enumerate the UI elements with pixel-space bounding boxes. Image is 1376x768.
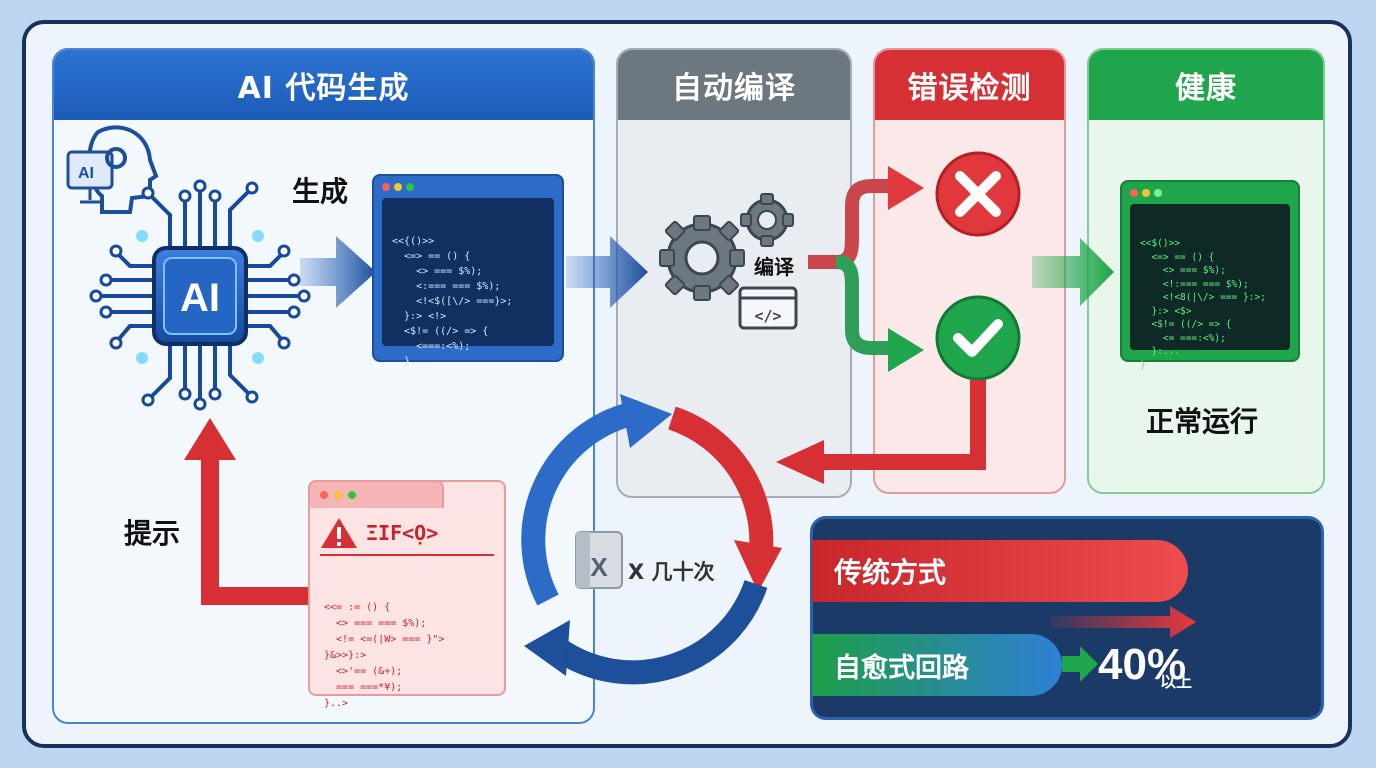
ai-generation-header: AI 代码生成	[54, 50, 593, 120]
error-header: ΞIF<Ọ>	[320, 512, 494, 556]
maximize-dot-icon	[348, 491, 356, 499]
chip-glow-dots	[136, 230, 264, 364]
svg-text:</>: </>	[754, 307, 781, 325]
retry-file-letter: X	[590, 552, 608, 582]
to-success-branch	[835, 255, 892, 355]
maximize-dot-icon	[1154, 189, 1162, 197]
to-error-branch	[808, 179, 892, 269]
chip-pins	[89, 179, 311, 411]
maximize-dot-icon	[406, 183, 414, 191]
self-healing-label: 自愈式回路	[834, 652, 969, 684]
error-title: ΞIF<Ọ>	[366, 521, 439, 545]
healthy-code-body: <<$()>> <=> == () { <> === $%); <!:=== =…	[1130, 204, 1290, 371]
loop-red-segment	[668, 406, 774, 562]
success-check-icon	[935, 295, 1021, 381]
traditional-method-label: 传统方式	[834, 556, 947, 589]
loop-navy-arrowhead	[524, 620, 570, 676]
ai-chip-core	[163, 257, 237, 335]
healthy-code-window: <<$()>> <=> == () { <> === $%); <!:=== =…	[1120, 180, 1300, 371]
error-icon	[935, 151, 1021, 237]
ai-head-icon	[66, 125, 159, 214]
code-window-icon: </>	[738, 286, 798, 330]
improvement-suffix: 以上	[1160, 672, 1193, 691]
ai-head-icon-label: AI	[78, 165, 94, 182]
to-compile-arrow	[566, 236, 648, 308]
close-dot-icon	[320, 491, 328, 499]
small-gear-icon	[740, 193, 794, 247]
compile-small-label: 编译	[754, 255, 795, 279]
feedback-arrowhead	[776, 440, 824, 484]
hint-arrowhead	[184, 418, 236, 460]
running-label: 正常运行	[1146, 405, 1259, 438]
hint-label: 提示	[124, 517, 181, 550]
close-dot-icon	[1130, 189, 1138, 197]
minimize-dot-icon	[394, 183, 402, 191]
loop-blue-segment	[521, 400, 643, 606]
warning-icon	[321, 518, 357, 548]
feedback-line	[820, 380, 986, 470]
error-detection-header: 错误检测	[875, 50, 1064, 120]
to-success-arrowhead	[888, 328, 924, 372]
error-code-body: <<= := () { <> === === $%); <!= <=(|W> =…	[324, 602, 445, 709]
gear-icon	[659, 215, 745, 301]
loop-navy-segment	[553, 579, 768, 685]
generate-arrow	[300, 236, 376, 308]
generate-label: 生成	[292, 175, 349, 208]
to-error-arrowhead	[888, 166, 924, 210]
compile-header: 自动编译	[618, 50, 850, 120]
loop-blue-arrowhead	[620, 394, 672, 448]
loop-red-arrowhead	[734, 540, 782, 592]
close-dot-icon	[382, 183, 390, 191]
traditional-method-bar: 传统方式	[812, 540, 1188, 602]
ai-chip-icon	[100, 188, 300, 400]
minimize-dot-icon	[334, 491, 342, 499]
improvement-value: 40%	[1098, 640, 1187, 689]
generated-code-body: <<{()>> <=> == () { <> === $%); <:=== ==…	[382, 198, 554, 367]
ai-chip-label: AI	[180, 276, 220, 320]
to-healthy-arrow	[1032, 238, 1114, 306]
error-code-window: ΞIF<Ọ> <<= := () { <> === === $%); <!= <…	[308, 480, 506, 709]
minimize-dot-icon	[1142, 189, 1150, 197]
retry-count-label: X 几十次	[628, 560, 715, 584]
generated-code-window: <<{()>> <=> == () { <> === $%); <:=== ==…	[372, 174, 564, 367]
retry-file-icon	[575, 531, 623, 589]
self-healing-bar: 自愈式回路	[812, 634, 1062, 696]
hint-line	[201, 456, 310, 605]
healthy-header: 健康	[1089, 50, 1323, 120]
